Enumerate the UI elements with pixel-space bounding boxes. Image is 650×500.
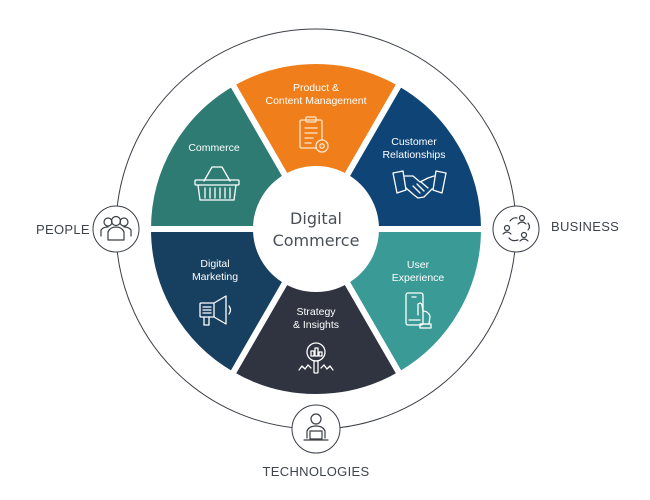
handshake-icon xyxy=(392,170,447,199)
segment-customer-relationships[interactable] xyxy=(341,79,488,232)
ux-label-line2: Experience xyxy=(392,272,445,284)
group-icon xyxy=(100,215,132,241)
strategy-label-line1: Strategy xyxy=(296,306,336,318)
business-circle xyxy=(492,205,540,253)
people-circle xyxy=(92,205,140,253)
technologies-circle xyxy=(291,404,341,454)
customer-label-line2: Relationships xyxy=(382,149,445,161)
clipboard-gear-icon xyxy=(299,116,329,153)
people-pillar[interactable]: PEOPLE xyxy=(36,205,140,253)
business-pillar[interactable]: BUSINESS xyxy=(492,205,619,253)
center-label-line1: Digital xyxy=(290,209,342,228)
business-label: BUSINESS xyxy=(551,219,619,234)
center-circle xyxy=(258,171,374,287)
commerce-label: Commerce xyxy=(188,142,240,154)
marketing-label-line1: Digital xyxy=(200,258,229,270)
people-cycle-icon xyxy=(502,214,531,242)
person-laptop-icon xyxy=(303,413,329,441)
magnifier-chart-icon xyxy=(298,342,334,374)
basket-icon xyxy=(194,166,240,201)
customer-label-line1: Customer xyxy=(391,136,437,148)
marketing-label-line2: Marketing xyxy=(192,271,238,283)
center-label-line2: Commerce xyxy=(273,231,360,250)
segment-strategy-insights[interactable] xyxy=(227,276,405,400)
phone-hand-icon xyxy=(405,292,432,329)
segment-commerce[interactable] xyxy=(144,79,291,232)
megaphone-icon xyxy=(199,295,232,326)
product-label-line2: Content Management xyxy=(266,95,367,107)
product-label-line1: Product & xyxy=(293,82,339,94)
technologies-label: TECHNOLOGIES xyxy=(263,464,370,479)
people-label: PEOPLE xyxy=(36,222,90,237)
ux-label-line1: User xyxy=(407,259,430,271)
strategy-label-line2: & Insights xyxy=(293,319,339,331)
segments xyxy=(144,58,488,400)
technologies-pillar[interactable]: TECHNOLOGIES xyxy=(263,404,370,479)
